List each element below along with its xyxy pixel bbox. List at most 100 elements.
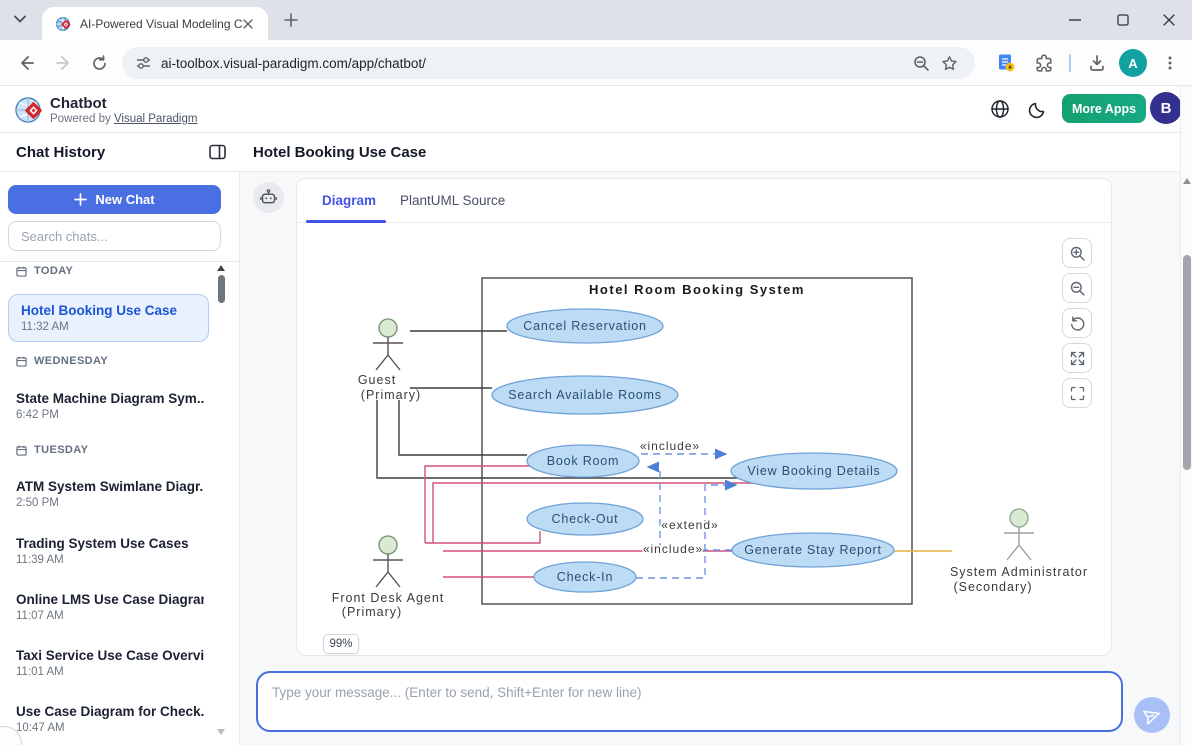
chat-item-title: Hotel Booking Use Case <box>21 303 178 318</box>
usecase-generate-stay-report <box>731 532 895 568</box>
expand-button[interactable] <box>1062 343 1092 373</box>
url-bar[interactable]: ai-toolbox.visual-paradigm.com/app/chatb… <box>122 47 975 79</box>
dark-mode-moon-icon[interactable] <box>1023 95 1051 123</box>
url-text[interactable]: ai-toolbox.visual-paradigm.com/app/chatb… <box>161 55 426 71</box>
zoom-in-button[interactable] <box>1062 238 1092 268</box>
search-input[interactable] <box>8 221 221 251</box>
tab-search-chevron-icon[interactable] <box>13 14 27 24</box>
usecase-check-out <box>526 502 644 536</box>
bookmark-star-icon[interactable] <box>935 49 963 77</box>
sidebar-collapse-icon[interactable] <box>209 144 226 160</box>
actor-role: (Primary) <box>361 388 421 402</box>
calendar-icon <box>16 445 27 456</box>
usecase-label: Check-In <box>557 570 613 584</box>
usecase-book-room <box>526 444 640 478</box>
page-scrollbar-thumb[interactable] <box>1183 255 1191 470</box>
powered-by: Powered by Visual Paradigm <box>50 113 197 125</box>
page-scrollbar[interactable] <box>1180 86 1192 745</box>
section-header-wednesday: WEDNESDAY <box>16 355 108 367</box>
chat-title: Hotel Booking Use Case <box>253 143 427 161</box>
sidebar-scroll-down-arrow[interactable] <box>217 729 225 735</box>
window-close-button[interactable] <box>1162 13 1176 27</box>
actor-system-administrator: System Administrator (Secondary) <box>950 508 1088 594</box>
new-chat-button[interactable]: New Chat <box>8 185 221 214</box>
chat-item[interactable]: Online LMS Use Case Diagram 11:07 AM <box>16 592 204 622</box>
frontdesk-associations <box>424 465 761 578</box>
docs-extension-icon[interactable] <box>992 49 1020 77</box>
section-header-tuesday: TUESDAY <box>16 444 88 456</box>
tab-plantuml-source[interactable]: PlantUML Source <box>400 193 506 208</box>
scroll-up-arrow[interactable] <box>1183 178 1191 184</box>
section-label: WEDNESDAY <box>34 355 109 367</box>
sidebar-title: Chat History <box>16 143 106 161</box>
window-maximize-button[interactable] <box>1117 14 1129 26</box>
back-button[interactable] <box>12 49 40 77</box>
send-button[interactable] <box>1134 697 1170 733</box>
reset-view-button[interactable] <box>1062 308 1092 338</box>
browser-menu-kebab-icon[interactable] <box>1156 49 1184 77</box>
actor-guest: Guest (Primary) <box>358 318 421 402</box>
actor-front-desk-agent: Front Desk Agent (Primary) <box>332 535 443 619</box>
guest-associations <box>376 330 756 479</box>
chat-item[interactable]: Taxi Service Use Case Overvi... 11:01 AM <box>16 648 204 678</box>
app-title: Chatbot <box>50 95 107 112</box>
message-input[interactable] <box>256 671 1123 732</box>
sidebar-scrollbar-thumb[interactable] <box>218 275 225 303</box>
paper-plane-icon <box>1142 710 1160 725</box>
usecase-label: Check-Out <box>552 512 619 526</box>
tab-close-icon[interactable] <box>242 18 254 30</box>
browser-tab[interactable]: AI-Powered Visual Modeling Ch <box>42 7 268 40</box>
chat-item[interactable]: Trading System Use Cases 11:39 AM <box>16 536 204 566</box>
chat-item[interactable]: ATM System Swimlane Diagr... 2:50 PM <box>16 479 204 509</box>
calendar-icon <box>16 356 27 367</box>
more-apps-button[interactable]: More Apps <box>1062 94 1146 123</box>
new-chat-label: New Chat <box>95 192 155 207</box>
section-label: TUESDAY <box>34 444 89 456</box>
chat-item-title: Taxi Service Use Case Overvi... <box>16 648 204 663</box>
forward-button[interactable] <box>50 49 78 77</box>
powered-by-prefix: Powered by <box>50 113 114 125</box>
actor-name: Guest <box>358 373 396 387</box>
use-cases: Cancel Reservation Search Available Room… <box>491 308 898 593</box>
downloads-icon[interactable] <box>1083 49 1111 77</box>
new-tab-button[interactable] <box>284 13 298 27</box>
extensions-puzzle-icon[interactable] <box>1030 49 1058 77</box>
chat-item[interactable]: State Machine Diagram Sym... 6:42 PM <box>16 391 204 421</box>
plus-icon <box>74 193 88 206</box>
language-globe-icon[interactable] <box>986 95 1014 123</box>
sidebar-divider <box>0 261 239 262</box>
actor-role: (Secondary) <box>953 580 1032 594</box>
reload-button[interactable] <box>85 49 113 77</box>
usecase-search-available-rooms <box>491 375 679 415</box>
browser-profile-avatar[interactable]: A <box>1119 49 1147 77</box>
tab-diagram[interactable]: Diagram <box>322 193 377 208</box>
tab-title: AI-Powered Visual Modeling Ch <box>80 16 242 31</box>
chat-item-title: Use Case Diagram for Check... <box>16 704 204 719</box>
chat-item[interactable]: Use Case Diagram for Check... 10:47 AM <box>16 704 204 734</box>
tab-row <box>296 178 1112 223</box>
chat-item-time: 2:50 PM <box>16 497 59 509</box>
user-avatar[interactable]: B <box>1150 92 1182 124</box>
window-minimize-button[interactable] <box>1068 19 1082 21</box>
chat-item-time: 6:42 PM <box>16 409 59 421</box>
active-tab-underline <box>306 220 386 223</box>
uml-diagram: Hotel Room Booking System Cancel Reserva… <box>332 277 1088 619</box>
calendar-icon <box>16 266 27 277</box>
usecase-check-in <box>533 561 637 593</box>
fullscreen-button[interactable] <box>1062 378 1092 408</box>
zoom-page-icon[interactable] <box>907 49 935 77</box>
section-label: TODAY <box>34 265 74 277</box>
chat-item-time: 11:01 AM <box>16 666 64 678</box>
usecase-label: Cancel Reservation <box>523 319 646 333</box>
sidebar-scroll-up-arrow[interactable] <box>217 265 225 271</box>
main-header: Hotel Booking Use Case <box>240 133 1180 172</box>
chat-item-selected[interactable]: Hotel Booking Use Case 11:32 AM <box>8 294 209 342</box>
site-info-icon[interactable] <box>136 56 151 70</box>
actor-name: System Administrator <box>950 565 1088 579</box>
toolbar-separator <box>1069 54 1071 72</box>
relation-label-extend: «extend» <box>661 518 718 532</box>
visual-paradigm-link[interactable]: Visual Paradigm <box>113 113 198 125</box>
chat-item-title: Trading System Use Cases <box>16 536 189 551</box>
usecase-cancel-reservation <box>506 308 664 344</box>
zoom-out-button[interactable] <box>1062 273 1092 303</box>
